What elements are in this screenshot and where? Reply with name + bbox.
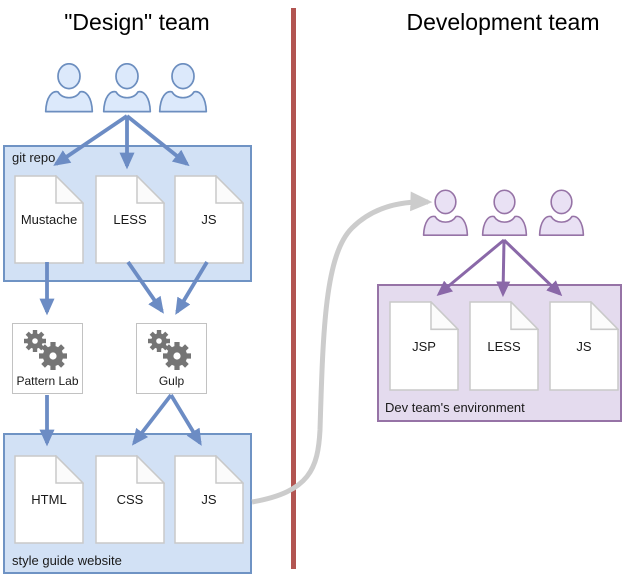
git-repo-box: git repo Mustache LESS JS: [3, 145, 252, 282]
gears-icon: [24, 330, 67, 370]
person-icon: [481, 189, 528, 236]
document-icon: HTML: [14, 455, 84, 544]
document-icon: CSS: [95, 455, 165, 544]
document-icon: JS: [174, 175, 244, 264]
design-team-title: "Design" team: [64, 9, 210, 35]
document-label: CSS: [116, 492, 144, 507]
document-icon: LESS: [469, 301, 539, 391]
team-divider-line: [291, 8, 296, 569]
person-icon: [102, 63, 152, 113]
person-icon: [538, 189, 585, 236]
git-repo-label: git repo: [12, 150, 56, 165]
document-icon: JS: [174, 455, 244, 544]
document-label: Mustache: [20, 212, 78, 227]
document-icon: JS: [549, 301, 619, 391]
document-label: JS: [201, 492, 217, 507]
development-team-title: Development team: [406, 9, 600, 35]
document-label: LESS: [487, 338, 521, 354]
document-label: JS: [576, 338, 592, 354]
dev-environment-box: JSP LESS JS Dev team's environment: [377, 284, 622, 422]
person-icon: [158, 63, 208, 113]
pattern-lab-box: Pattern Lab: [12, 323, 83, 394]
gulp-box: Gulp: [136, 323, 207, 394]
document-label: HTML: [31, 492, 67, 507]
gulp-label: Gulp: [158, 374, 185, 388]
style-guide-website-box: HTML CSS JS style guide website: [3, 433, 252, 574]
document-icon: JSP: [389, 301, 459, 391]
document-icon: LESS: [95, 175, 165, 264]
document-label: JS: [201, 212, 217, 227]
person-icon: [44, 63, 94, 113]
document-label: LESS: [113, 212, 147, 227]
person-icon: [422, 189, 469, 236]
style-guide-website-label: style guide website: [12, 553, 122, 568]
pattern-lab-label: Pattern Lab: [16, 374, 79, 388]
document-icon: Mustache: [14, 175, 84, 264]
document-label: JSP: [412, 338, 436, 354]
gears-icon: [148, 330, 191, 370]
dev-environment-label: Dev team's environment: [385, 400, 525, 415]
